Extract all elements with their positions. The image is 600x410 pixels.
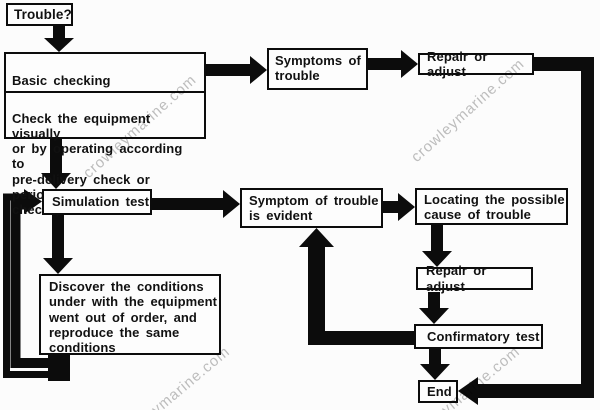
arrow-symptoms-to-repair-top [368,50,418,78]
node-locating-cause: Locating the possible cause of trouble [415,188,568,225]
arrow-discover-to-simulation-loop [3,189,70,381]
arrow-repair-top-to-end [458,57,594,405]
node-repair-or-adjust-top: Repair or adjust [418,49,534,79]
node-basic-checking: Basic checking Check the equipment visua… [4,52,206,217]
node-repair-or-adjust-bottom: Repair or adjust [416,263,533,294]
arrow-confirmatory-to-symptom [299,228,416,345]
node-confirmatory-test: Confirmatory test [414,324,543,349]
node-simulation-test: Simulation test [42,189,152,215]
arrow-basic-to-symptoms [206,56,267,84]
node-discover-conditions: Discover the conditions under with the e… [39,274,221,355]
arrow-repair-bottom-to-confirmatory [419,292,449,324]
node-symptoms-of-trouble: Symptoms of trouble [267,48,368,90]
node-trouble: Trouble? [6,3,73,26]
arrow-locating-to-repair-bottom [422,225,452,267]
node-end: End [418,380,458,403]
arrow-simulation-to-discover [43,215,73,274]
node-basic-checking-title: Basic checking [6,69,204,94]
arrow-basic-to-simulation [41,139,71,189]
arrow-trouble-to-basic [44,25,74,52]
arrow-symptom-to-locating [383,193,415,221]
arrow-simulation-to-symptom [152,190,240,218]
node-symptom-of-trouble-evident: Symptom of trouble is evident [240,188,383,228]
arrow-confirmatory-to-end [420,349,450,380]
